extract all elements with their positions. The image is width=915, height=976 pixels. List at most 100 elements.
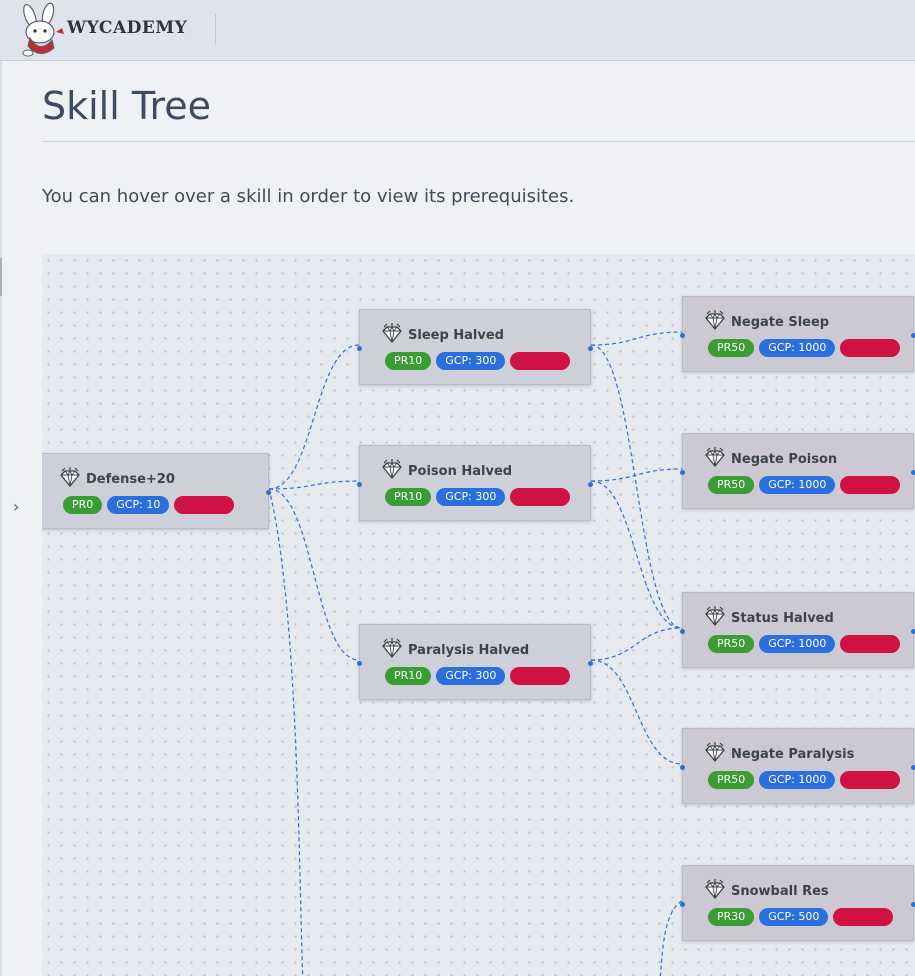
skill-name: Poison Halved — [408, 464, 513, 479]
cost-badge — [510, 352, 571, 370]
output-port — [911, 333, 915, 338]
connection-line — [590, 344, 683, 629]
skill-name: Paralysis Halved — [408, 643, 530, 658]
gcp-badge: GCP: 10 — [107, 496, 170, 514]
mascot-logo-icon[interactable] — [18, 2, 68, 58]
diamond-icon — [60, 467, 80, 487]
diamond-icon — [705, 447, 725, 467]
brand-name[interactable]: WYCADEMY — [67, 18, 188, 38]
input-port — [357, 661, 362, 666]
input-port — [680, 470, 685, 475]
pr-badge: PR50 — [708, 339, 755, 357]
pr-badge: PR50 — [708, 771, 755, 789]
diamond-icon — [705, 742, 725, 762]
pr-badge: PR10 — [385, 488, 432, 506]
sidebar-active-marker — [0, 258, 2, 296]
cost-badge — [840, 771, 901, 789]
sidebar-edge — [0, 61, 2, 976]
connection-line — [659, 900, 683, 976]
output-port — [911, 765, 915, 770]
output-port — [266, 490, 271, 495]
gcp-badge: GCP: 1000 — [759, 771, 836, 789]
gcp-badge: GCP: 1000 — [759, 635, 836, 653]
input-port — [680, 765, 685, 770]
input-port — [680, 333, 685, 338]
pr-badge: PR0 — [63, 496, 103, 514]
skill-name: Negate Paralysis — [731, 747, 855, 762]
cost-badge — [174, 496, 235, 514]
output-port — [911, 902, 915, 907]
title-divider — [42, 141, 915, 142]
output-port — [588, 346, 593, 351]
output-port — [911, 629, 915, 634]
skill-name: Snowball Res — [731, 884, 829, 899]
diamond-icon — [382, 323, 402, 343]
connection-line — [590, 468, 683, 482]
page-title: Skill Tree — [42, 84, 212, 128]
skill-name: Negate Sleep — [731, 315, 830, 330]
pr-badge: PR10 — [385, 667, 432, 685]
sidebar-expand-chevron-icon[interactable]: › — [13, 497, 20, 516]
diamond-icon — [705, 606, 725, 626]
output-port — [588, 661, 593, 666]
connection-line — [268, 488, 304, 976]
gcp-badge: GCP: 1000 — [759, 476, 836, 494]
connection-line — [268, 344, 360, 490]
skill-name: Defense+20 — [86, 472, 175, 487]
navbar-divider — [215, 14, 216, 44]
cost-badge — [510, 488, 571, 506]
cost-badge — [833, 908, 894, 926]
input-port — [357, 346, 362, 351]
input-port — [357, 482, 362, 487]
skill-connections — [268, 331, 683, 976]
skill-name: Status Halved — [731, 611, 834, 626]
skill-name: Negate Poison — [731, 452, 838, 467]
diamond-icon — [382, 459, 402, 479]
pr-badge: PR10 — [385, 352, 432, 370]
gcp-badge: GCP: 1000 — [759, 339, 836, 357]
connection-line — [590, 331, 683, 346]
output-port — [911, 470, 915, 475]
connection-line — [268, 480, 360, 490]
connection-line — [590, 480, 683, 629]
cost-badge — [840, 635, 901, 653]
output-port — [588, 482, 593, 487]
gcp-badge: GCP: 500 — [759, 908, 829, 926]
diamond-icon — [705, 310, 725, 330]
input-port — [680, 902, 685, 907]
input-port — [680, 629, 685, 634]
pr-badge: PR50 — [708, 635, 755, 653]
connection-line — [590, 627, 683, 661]
skill-name: Sleep Halved — [408, 328, 504, 343]
pr-badge: PR30 — [708, 908, 755, 926]
top-navbar: WYCADEMY — [0, 0, 915, 61]
gcp-badge: GCP: 300 — [436, 667, 506, 685]
diamond-icon — [705, 879, 725, 899]
gcp-badge: GCP: 300 — [436, 352, 506, 370]
cost-badge — [840, 476, 901, 494]
pr-badge: PR50 — [708, 476, 755, 494]
diamond-icon — [382, 638, 402, 658]
intro-text: You can hover over a skill in order to v… — [42, 186, 575, 207]
connection-line — [590, 659, 683, 765]
cost-badge — [510, 667, 571, 685]
